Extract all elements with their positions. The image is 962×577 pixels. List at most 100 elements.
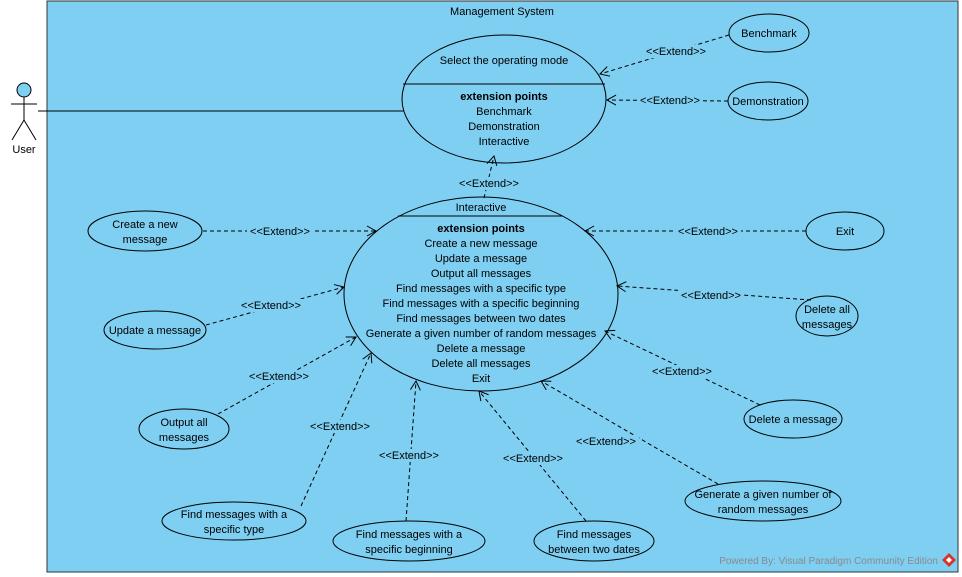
use-case-select-operating-mode[interactable]: Select the operating mode extension poin… <box>401 34 607 164</box>
use-case-find-dates[interactable]: Find messages between two dates <box>533 520 655 562</box>
extension-point: Create a new message <box>424 238 537 250</box>
extend-label: <<Extend>> <box>503 453 563 465</box>
extend-label-bg <box>637 94 703 107</box>
visual-paradigm-logo-icon <box>942 553 956 567</box>
use-case-label: Create a new <box>112 219 177 231</box>
extend-label-bg <box>573 435 639 448</box>
extend-label: <<Extend>> <box>681 290 741 302</box>
use-case-label: Find messages <box>557 529 632 541</box>
extension-point: Demonstration <box>468 121 540 133</box>
extension-points-heading: extension points <box>437 223 524 235</box>
extension-point: Find messages with a specific type <box>396 283 566 295</box>
use-case-shape <box>743 399 843 439</box>
use-case-label: Update a message <box>109 325 201 337</box>
extend-find-type: <<Extend>> <box>300 352 373 507</box>
use-case-demonstration[interactable]: Demonstration <box>727 81 809 121</box>
actor-user[interactable]: User <box>11 82 37 156</box>
use-case-label: Generate a given number of <box>695 489 833 501</box>
use-case-update-message[interactable]: Update a message <box>103 310 207 350</box>
use-case-label: Delete a message <box>749 414 838 426</box>
use-case-shape <box>684 480 842 522</box>
use-case-name: Interactive <box>456 202 507 214</box>
use-case-label: messages <box>159 432 210 444</box>
extend-line <box>599 34 730 77</box>
extend-label-bg <box>456 177 522 190</box>
use-case-benchmark[interactable]: Benchmark <box>728 13 810 53</box>
extend-label-bg <box>643 45 709 58</box>
extend-label-bg <box>678 289 744 302</box>
extend-label: <<Extend>> <box>250 226 310 238</box>
extend-label-bg <box>675 225 741 238</box>
use-case-shape <box>332 520 486 562</box>
extend-delete: <<Extend>> <box>604 329 761 406</box>
extension-points-heading: extension points <box>460 91 547 103</box>
actor-left-leg <box>11 119 25 141</box>
extend-label: <<Extend>> <box>652 366 712 378</box>
use-case-interactive[interactable]: Interactive extension points Create a ne… <box>343 196 619 392</box>
use-case-label: Find messages with a <box>356 529 463 541</box>
extend-find-dates: <<Extend>> <box>478 390 587 522</box>
extension-point: Find messages between two dates <box>396 313 566 325</box>
use-case-label: Exit <box>836 226 854 238</box>
extend-label: <<Extend>> <box>646 46 706 58</box>
extend-label: <<Extend>> <box>640 95 700 107</box>
actor-label: User <box>12 144 36 156</box>
extend-label: <<Extend>> <box>241 300 301 312</box>
extend-label-bg <box>246 370 312 383</box>
extend-label: <<Extend>> <box>379 450 439 462</box>
use-case-label: messages <box>802 319 853 331</box>
use-case-shape <box>728 13 810 53</box>
extend-label-bg <box>649 365 715 378</box>
use-case-label: specific type <box>204 524 265 536</box>
use-case-find-type[interactable]: Find messages with a specific type <box>161 501 307 541</box>
use-case-create-message[interactable]: Create a new message <box>87 210 203 252</box>
use-case-shape <box>138 408 230 450</box>
extension-point: Generate a given number of random messag… <box>366 328 597 340</box>
extend-label-bg <box>376 449 442 462</box>
extend-exit: <<Extend>> <box>583 225 806 238</box>
use-case-delete-message[interactable]: Delete a message <box>743 399 843 439</box>
use-case-label: Find messages with a <box>181 509 288 521</box>
use-case-name: Select the operating mode <box>440 55 568 67</box>
extend-label: <<Extend>> <box>576 436 636 448</box>
extend-line <box>605 94 729 106</box>
extend-label-bg <box>247 225 313 238</box>
extend-interactive: <<Extend>> <box>456 154 522 199</box>
extend-output: <<Extend>> <box>217 336 357 415</box>
use-case-label: Demonstration <box>732 96 804 108</box>
use-case-label: message <box>123 234 168 246</box>
use-case-delete-all[interactable]: Delete all messages <box>795 295 859 337</box>
use-case-output-messages[interactable]: Output all messages <box>138 408 230 450</box>
use-case-shape <box>87 210 203 252</box>
extend-label: <<Extend>> <box>249 371 309 383</box>
extension-point: Delete a message <box>437 343 526 355</box>
footer-watermark: Powered By: Visual Paradigm Community Ed… <box>719 556 938 567</box>
use-case-label: Output all <box>160 417 207 429</box>
use-case-shape <box>103 310 207 350</box>
extend-label-bg <box>500 452 566 465</box>
use-case-shape <box>161 501 307 541</box>
system-title: Management System <box>450 6 554 18</box>
extend-label: <<Extend>> <box>459 178 519 190</box>
extension-point: Interactive <box>479 136 530 148</box>
actor-right-leg <box>23 119 37 141</box>
extension-point: Output all messages <box>431 268 532 280</box>
use-case-find-beginning[interactable]: Find messages with a specific beginning <box>332 520 486 562</box>
use-case-exit[interactable]: Exit <box>805 211 885 251</box>
extension-point: Benchmark <box>476 106 532 118</box>
use-case-label: between two dates <box>548 544 640 556</box>
actor-head <box>16 82 32 98</box>
extension-point: Update a message <box>435 253 527 265</box>
extend-label: <<Extend>> <box>310 421 370 433</box>
extend-label: <<Extend>> <box>678 226 738 238</box>
extend-generate: <<Extend>> <box>540 380 719 485</box>
extension-point: Find messages with a specific beginning <box>383 298 580 310</box>
extend-create: <<Extend>> <box>203 225 378 238</box>
use-case-label: Delete all <box>804 304 850 316</box>
use-case-label: specific beginning <box>365 544 452 556</box>
extend-delete-all: <<Extend>> <box>615 281 812 302</box>
use-case-shape <box>795 295 859 337</box>
use-case-shape <box>533 520 655 562</box>
use-case-generate-random[interactable]: Generate a given number of random messag… <box>684 480 842 522</box>
